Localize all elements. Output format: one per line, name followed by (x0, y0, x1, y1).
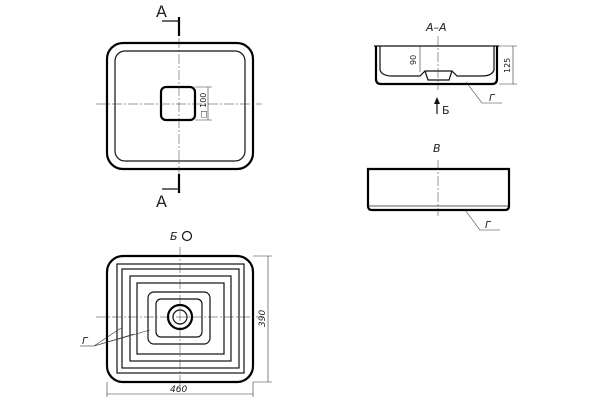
section-title: А–А (425, 21, 447, 34)
side-leader-line (464, 209, 500, 231)
bottom-height-dimension: 390 (258, 310, 268, 327)
bottom-step-2 (121, 268, 240, 369)
section-inner-profile (379, 46, 495, 77)
section-leader-label: Г (489, 93, 496, 104)
drain-square (159, 85, 197, 122)
bottom-leader-1 (93, 327, 122, 347)
depth-dimension: 90 (409, 55, 418, 65)
basin-outer-rim (105, 41, 255, 171)
height-dimension: 125 (503, 58, 512, 73)
section-drain-outlet (424, 70, 453, 81)
section-mark-bottom: A (156, 192, 167, 211)
side-leader-label: Г (485, 220, 492, 231)
section-leader-line (465, 81, 502, 104)
bottom-step-4 (136, 282, 225, 355)
bottom-leader-label: Г (82, 336, 89, 347)
bottom-drain-frame (147, 291, 211, 345)
side-outline (366, 167, 511, 212)
bottom-view: Б 390 460 Г (80, 230, 272, 397)
view-arrow-label: Б (442, 104, 450, 117)
section-mark-top: A (156, 2, 167, 21)
section-outline (374, 46, 499, 86)
bottom-step-3 (129, 275, 232, 362)
view-arrow-head (434, 97, 440, 104)
drain-dimension: □ 100 (199, 93, 208, 118)
bottom-leader-3 (93, 329, 151, 347)
bottom-step-1 (116, 263, 245, 374)
section-view: А–А 90 125 Б Г (374, 21, 517, 117)
bottom-width-dimension: 460 (170, 385, 187, 395)
rotation-icon (181, 230, 193, 242)
side-title: В (433, 142, 441, 155)
basin-inner-rim (114, 50, 246, 162)
top-view: A A □ 100 (96, 2, 262, 211)
side-view: В Г (366, 142, 511, 231)
bottom-title: Б (170, 230, 178, 243)
bottom-drain-inner (155, 298, 203, 338)
